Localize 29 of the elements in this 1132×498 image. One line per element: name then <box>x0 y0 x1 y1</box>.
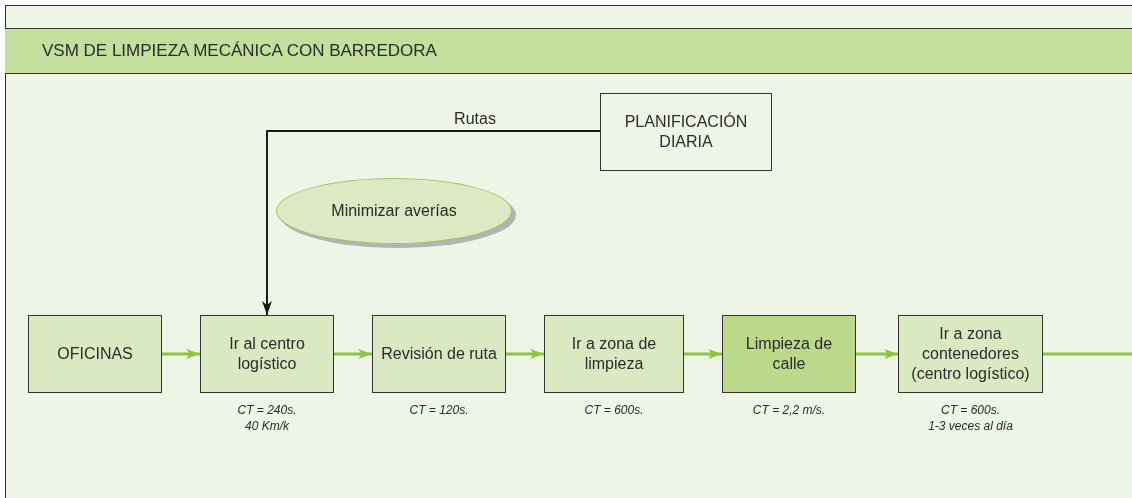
node-text: OFICINAS <box>57 344 133 364</box>
process-box <box>722 315 856 393</box>
process-box <box>544 315 684 393</box>
node-text: PLANIFICACIÓN DIARIA <box>623 112 749 152</box>
node-text: Ir a zona de limpieza <box>570 334 658 374</box>
process-box <box>600 93 772 171</box>
cycle-time-note: CT = 2,2 m/s. <box>751 403 827 419</box>
node-text: Ir a zona contenedores (centro logístico) <box>910 324 1031 384</box>
arrow <box>162 349 200 359</box>
cycle-time-note: 1-3 veces al día <box>927 418 1014 435</box>
node-text: Revisión de ruta <box>381 344 497 364</box>
cycle-time-note: CT = 240s. <box>236 403 298 419</box>
process-box <box>898 315 1043 393</box>
node-text: Ir al centro logístico <box>228 334 306 374</box>
cycle-time-note: CT = 120s. <box>408 403 470 419</box>
arrow <box>856 349 898 359</box>
cycle-time-note: CT = 600s. <box>583 403 645 419</box>
arrow <box>684 349 722 359</box>
cycle-time-note: CT = 600s. <box>940 403 1001 419</box>
arrow <box>262 130 601 316</box>
process-box <box>28 315 162 393</box>
process-box <box>200 315 334 393</box>
arrow <box>334 349 372 359</box>
arrow <box>506 349 544 359</box>
title-banner: VSM DE LIMPIEZA MECÁNICA CON BARREDORA <box>5 28 1132 74</box>
node-text: Limpieza de calle <box>744 334 834 374</box>
node-text: Minimizar averías <box>331 201 457 221</box>
process-box <box>372 315 506 393</box>
cycle-time-note: 40 Km/k <box>244 418 290 435</box>
